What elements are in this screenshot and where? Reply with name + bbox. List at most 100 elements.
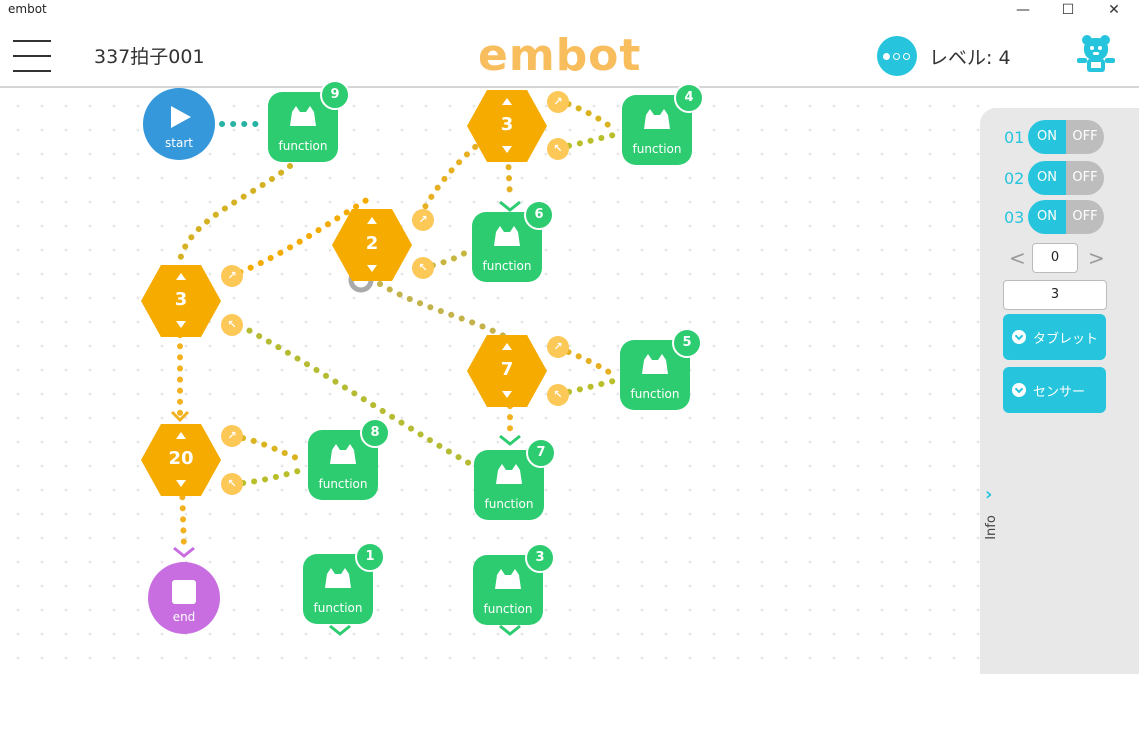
function-block-6[interactable]: function 6 <box>472 200 554 282</box>
function-badge: 7 <box>526 438 556 468</box>
function-block-9[interactable]: function 9 <box>268 80 350 162</box>
embot-logo: embot <box>478 30 642 81</box>
function-label: function <box>313 601 363 615</box>
function-label: function <box>482 259 532 273</box>
tablet-button[interactable]: タブレット <box>1003 314 1106 360</box>
robot-function-icon <box>330 444 356 464</box>
switch-on-button[interactable]: ON <box>1028 200 1066 234</box>
robot-function-icon <box>642 354 668 374</box>
menu-icon[interactable] <box>13 40 51 72</box>
robot-function-icon <box>325 568 351 588</box>
loop-count: 3 <box>174 289 188 310</box>
loop-count: 2 <box>365 233 379 254</box>
loop-in-port-icon[interactable]: ↖ <box>547 384 569 406</box>
start-label: start <box>165 136 193 150</box>
robot-function-icon <box>495 569 521 589</box>
info-label: Info <box>983 515 999 540</box>
level-label: レベル: 4 <box>929 47 1011 69</box>
loop-in-port-icon[interactable]: ↖ <box>221 473 243 495</box>
function-block-8[interactable]: function 8 <box>308 418 390 500</box>
loop-block-left[interactable]: 3 <box>141 265 221 337</box>
loop-block-right[interactable]: 7 <box>467 335 547 407</box>
decrement-arrow-icon[interactable] <box>176 321 186 328</box>
switch-off-button[interactable]: OFF <box>1066 120 1104 154</box>
value-field[interactable]: 3 <box>1003 280 1107 310</box>
app-header: 337拍子001 embot レベル: 4 <box>0 22 1139 88</box>
function-badge: 4 <box>674 83 704 113</box>
switch-on-button[interactable]: ON <box>1028 120 1066 154</box>
switch-off-button[interactable]: OFF <box>1066 200 1104 234</box>
info-tab[interactable]: › Info <box>983 484 999 544</box>
increment-arrow-icon[interactable] <box>502 98 512 105</box>
play-icon <box>171 106 191 128</box>
loop-out-port-icon[interactable]: ↗ <box>547 91 569 113</box>
function-badge: 6 <box>524 200 554 230</box>
maximize-button[interactable]: ☐ <box>1061 2 1075 18</box>
function-label: function <box>278 139 328 153</box>
function-badge: 5 <box>672 328 702 358</box>
loop-block-top[interactable]: 3 <box>467 90 547 162</box>
function-badge: 3 <box>525 543 555 573</box>
loop-count: 3 <box>500 114 514 135</box>
robot-function-icon <box>290 106 316 126</box>
increment-arrow-icon[interactable] <box>502 343 512 350</box>
start-block[interactable]: start <box>143 88 215 160</box>
stepper-value[interactable]: 0 <box>1032 243 1078 273</box>
loop-out-port-icon[interactable]: ↗ <box>221 265 243 287</box>
robot-function-icon <box>644 109 670 129</box>
loop-block-bottom[interactable]: 20 <box>141 424 221 496</box>
function-badge: 8 <box>360 418 390 448</box>
bear-mascot-icon[interactable] <box>1075 34 1117 78</box>
decrement-arrow-icon[interactable] <box>502 391 512 398</box>
close-button[interactable]: ✕ <box>1108 2 1120 18</box>
stop-icon <box>172 580 196 604</box>
loop-out-port-icon[interactable]: ↗ <box>547 336 569 358</box>
tablet-button-label: タブレット <box>1033 332 1099 347</box>
function-label: function <box>484 497 534 511</box>
function-block-7[interactable]: function 7 <box>474 438 556 520</box>
loop-in-port-icon[interactable]: ↖ <box>547 138 569 160</box>
decrement-arrow-icon[interactable] <box>502 146 512 153</box>
end-label: end <box>172 610 196 624</box>
function-block-1[interactable]: function 1 <box>303 542 385 624</box>
window-title: embot <box>8 2 47 16</box>
sensor-button-label: センサー <box>1033 385 1086 400</box>
switch-off-button[interactable]: OFF <box>1066 161 1104 195</box>
loop-block-mid[interactable]: 2 <box>332 209 412 281</box>
minimize-button[interactable]: — <box>1016 2 1030 18</box>
switch-number: 01 <box>1004 128 1025 147</box>
level-dots-icon[interactable] <box>877 36 917 76</box>
switch-number: 03 <box>1004 208 1025 227</box>
increment-arrow-icon[interactable] <box>367 217 377 224</box>
decrement-arrow-icon[interactable] <box>367 265 377 272</box>
robot-function-icon <box>496 464 522 484</box>
switch-number: 02 <box>1004 169 1025 188</box>
loop-in-port-icon[interactable]: ↖ <box>221 314 243 336</box>
increment-arrow-icon[interactable] <box>176 432 186 439</box>
switch-on-button[interactable]: ON <box>1028 161 1066 195</box>
function-label: function <box>483 602 533 616</box>
chevron-down-icon <box>1012 330 1026 344</box>
function-block-5[interactable]: function 5 <box>620 328 702 410</box>
loop-count: 7 <box>500 359 514 380</box>
loop-in-port-icon[interactable]: ↖ <box>412 257 434 279</box>
sensor-button[interactable]: センサー <box>1003 367 1106 413</box>
function-label: function <box>318 477 368 491</box>
loop-out-port-icon[interactable]: ↗ <box>221 425 243 447</box>
increment-arrow-icon[interactable] <box>176 273 186 280</box>
end-block[interactable]: end <box>148 562 220 634</box>
loop-out-port-icon[interactable]: ↗ <box>412 209 434 231</box>
function-block-3[interactable]: function 3 <box>473 543 555 625</box>
function-block-4[interactable]: function 4 <box>622 83 704 165</box>
program-canvas[interactable]: start end function 9 function 4 function… <box>0 80 980 674</box>
stepper-prev-button[interactable]: < <box>1009 246 1026 270</box>
function-label: function <box>630 387 680 401</box>
decrement-arrow-icon[interactable] <box>176 480 186 487</box>
chevron-down-icon <box>1012 383 1026 397</box>
function-badge: 9 <box>320 80 350 110</box>
loop-count: 20 <box>168 448 194 469</box>
stepper-next-button[interactable]: > <box>1088 246 1105 270</box>
project-title: 337拍子001 <box>94 46 205 68</box>
control-panel: 01 ON OFF 02 ON OFF 03 ON OFF < 0 > 3 タブ… <box>980 108 1139 674</box>
chevron-right-icon: › <box>985 484 993 505</box>
